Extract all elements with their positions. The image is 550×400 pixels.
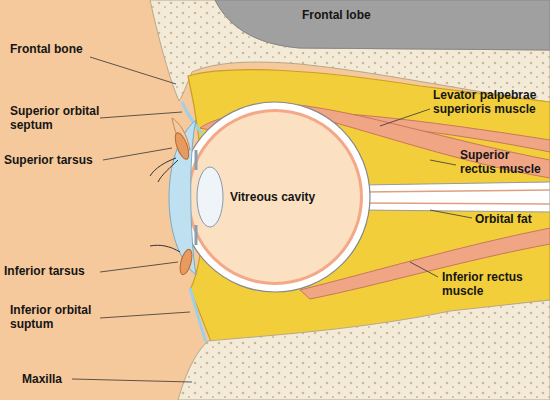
leader-lines (72, 57, 472, 382)
septum (190, 288, 206, 342)
part-label: Inferior rectus muscle (442, 270, 542, 298)
vitreous (190, 112, 360, 282)
frontal-lobe (215, 0, 550, 50)
eyelashes (150, 158, 180, 252)
sclera (180, 102, 370, 292)
part-label: Orbital fat (475, 212, 547, 226)
part-label: Superior tarsus (4, 153, 114, 167)
choroid (187, 109, 363, 285)
lens (197, 167, 223, 227)
part-label: Frontal bone (10, 42, 110, 56)
part-label: Vitreous cavity (230, 190, 340, 204)
part-label: Inferior tarsus (4, 264, 114, 278)
part-label: Levator palpebrae superioris muscle (433, 88, 547, 116)
cornea (169, 120, 196, 275)
part-label: Superior rectus muscle (460, 148, 546, 176)
inferior-tarsus (178, 248, 194, 276)
part-label: Maxilla (22, 372, 102, 386)
optic-nerve-lines (362, 190, 550, 204)
part-label: Superior orbital septum (10, 104, 102, 132)
optic-nerve (362, 182, 550, 212)
part-label: Frontal lobe (302, 8, 422, 22)
superior-tarsus (173, 131, 192, 161)
part-label: Inferior orbital suptum (10, 303, 102, 331)
maxilla-bone (178, 300, 550, 400)
